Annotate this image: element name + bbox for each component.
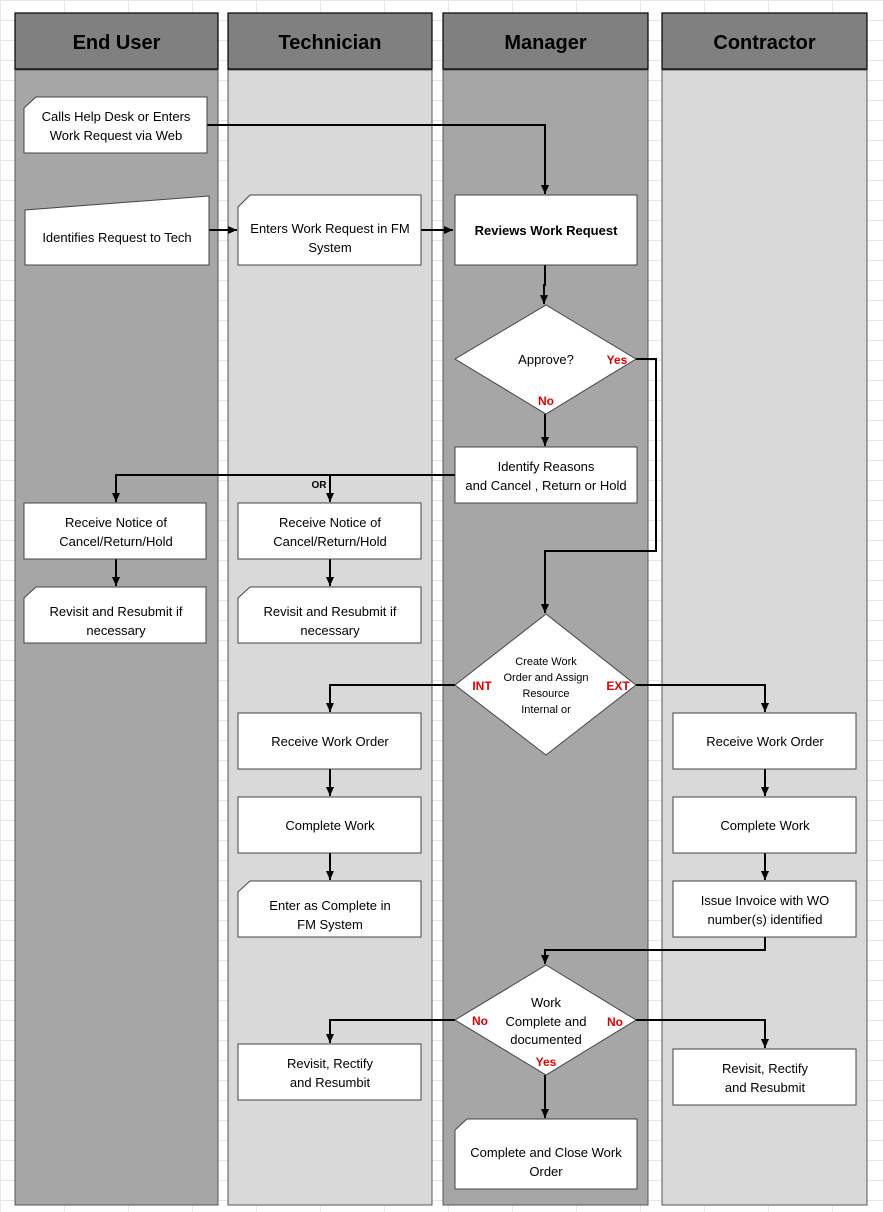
- node-mgr-reviews: Reviews Work Request: [454, 194, 638, 266]
- node-con-complete: Complete Work: [672, 796, 857, 854]
- label-int: INT: [472, 679, 492, 693]
- node-text: Approve?: [518, 352, 574, 367]
- connector-calls-to-review: [207, 124, 549, 194]
- node-eu-identifies: Identifies Request to Tech: [24, 195, 210, 266]
- label-wc-no-right: No: [607, 1015, 623, 1029]
- connector-approve-yes: [541, 358, 657, 613]
- connector-ext: [636, 684, 769, 712]
- lane-contractor: Contractor: [661, 12, 868, 1206]
- label-approve-no: No: [538, 394, 554, 408]
- label-wc-no-left: No: [472, 1014, 488, 1028]
- lane-title-end-user: End User: [73, 32, 161, 54]
- connector-int: [326, 684, 455, 712]
- node-con-receive-wo: Receive Work Order: [672, 712, 857, 770]
- lane-title-technician: Technician: [279, 32, 382, 54]
- connector-review-to-approve: [540, 265, 548, 304]
- node-text: Receive Work Order: [706, 734, 824, 749]
- connector-wc-no-right: [636, 1019, 769, 1048]
- connector-wc-no-left: [326, 1019, 455, 1043]
- lane-title-manager: Manager: [504, 32, 586, 54]
- lane-title-contractor: Contractor: [713, 32, 815, 54]
- node-text: Identifies Request to Tech: [42, 230, 191, 245]
- node-tech-complete: Complete Work: [237, 796, 422, 854]
- node-text: Complete Work: [285, 818, 375, 833]
- label-wc-yes: Yes: [536, 1055, 557, 1069]
- label-approve-yes: Yes: [607, 353, 628, 367]
- connectors: [112, 124, 769, 1118]
- label-or: OR: [312, 480, 328, 491]
- connector-identify-to-enduser: [112, 474, 455, 502]
- label-ext: EXT: [606, 679, 630, 693]
- connector-invoice-to-workcomplete: [541, 937, 766, 964]
- node-text: Reviews Work Request: [475, 223, 618, 238]
- node-text: Receive Work Order: [271, 734, 389, 749]
- node-mgr-approve: Approve? Yes No: [454, 304, 637, 415]
- node-tech-receive-wo: Receive Work Order: [237, 712, 422, 770]
- node-text: Complete Work: [720, 818, 810, 833]
